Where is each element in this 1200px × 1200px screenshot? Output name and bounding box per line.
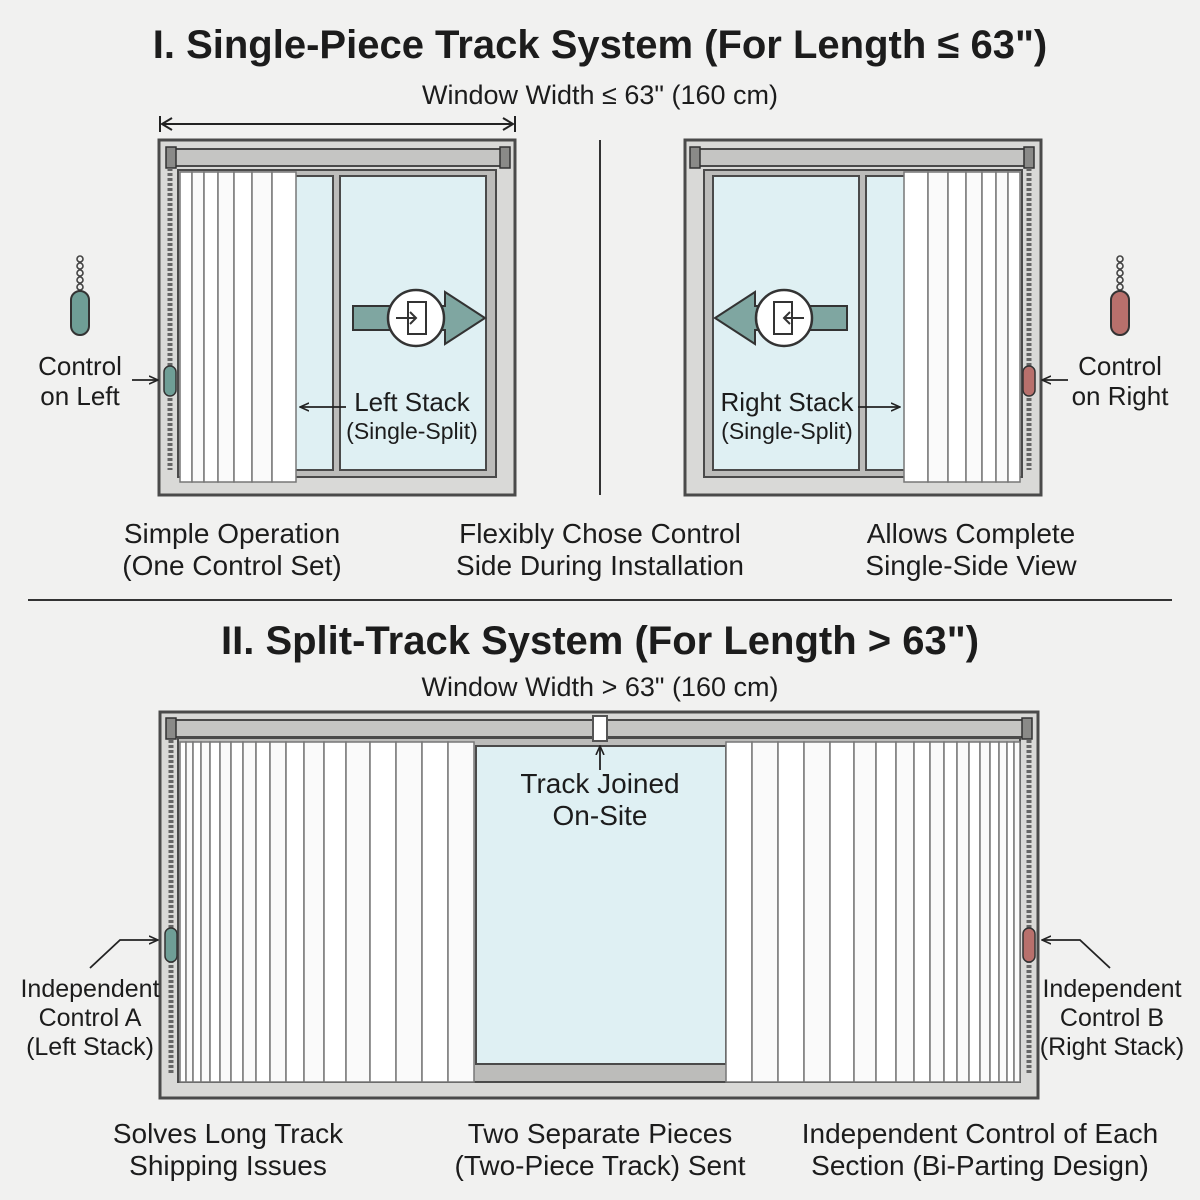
left-stack-label: Left Stack (Single-Split): [346, 387, 478, 444]
left-vane-stack: [179, 171, 297, 483]
pull-chain-right-icon: [1110, 255, 1130, 336]
track-joint: [592, 715, 608, 742]
split-track-window: [158, 710, 1040, 1100]
open-left-arrow-icon: [713, 288, 848, 348]
section1-width-label: Window Width ≤ 63" (160 cm): [421, 80, 778, 110]
control-wand-b[interactable]: [1022, 927, 1036, 963]
control-wand-a[interactable]: [164, 927, 178, 963]
section2-title: II. Split-Track System (For Length > 63"…: [220, 619, 980, 663]
width-dimension-arrow: [159, 116, 516, 132]
control-wand-left[interactable]: [163, 365, 177, 397]
right-stack-label: Right Stack (Single-Split): [720, 387, 854, 444]
control-wand-right[interactable]: [1022, 365, 1036, 397]
pull-chain-left-icon: [70, 255, 90, 336]
right-vane-stack-long: [725, 741, 1021, 1083]
open-right-arrow-icon: [352, 288, 487, 348]
section1-title: I. Single-Piece Track System (For Length…: [152, 23, 1048, 67]
section2-width-label: Window Width > 63" (160 cm): [421, 672, 779, 702]
section2-caption-2: Two Separate Pieces(Two-Piece Track) Sen…: [454, 1118, 746, 1182]
section1-caption-1: Simple Operation(One Control Set): [122, 518, 342, 582]
right-vane-stack: [903, 171, 1021, 483]
left-vane-stack-long: [179, 741, 475, 1083]
